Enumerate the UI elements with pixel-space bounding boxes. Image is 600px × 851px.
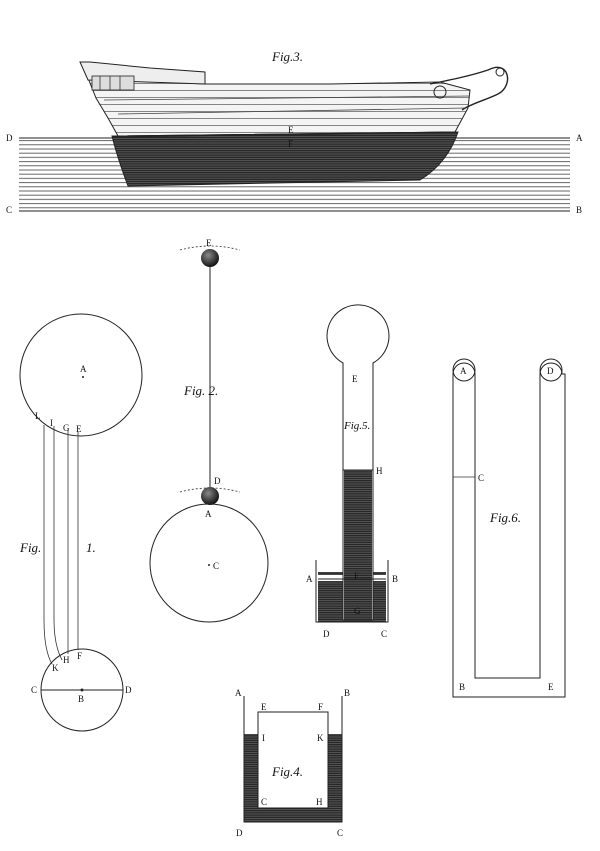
fig1-line-L bbox=[43, 425, 53, 665]
fig1-label-E: E bbox=[76, 424, 82, 434]
fig6-title: Fig.6. bbox=[489, 510, 521, 525]
fig4-label-F: F bbox=[318, 702, 323, 712]
fig1-title-part2: 1. bbox=[86, 540, 96, 555]
fig3-ship-diagram: Fig.3. E F D A C B bbox=[6, 49, 583, 215]
fig6-label-D: D bbox=[547, 366, 554, 376]
fig3-label-D: D bbox=[6, 133, 13, 143]
fig3-label-B: B bbox=[576, 205, 582, 215]
fig4-inner-box bbox=[257, 711, 329, 809]
fig5-liquid-column bbox=[344, 470, 372, 620]
fig5-label-G: G bbox=[354, 606, 361, 616]
fig6-label-E: E bbox=[548, 682, 554, 692]
fig4-title: Fig.4. bbox=[271, 764, 303, 779]
fig4-label-C: C bbox=[337, 828, 343, 838]
fig5-label-D: D bbox=[323, 629, 330, 639]
fig5-label-E: E bbox=[352, 374, 358, 384]
fig4-label-H: H bbox=[316, 797, 323, 807]
fig5-title: Fig.5. bbox=[343, 420, 370, 432]
fig5-vessel bbox=[315, 560, 389, 623]
fig4-label-D: D bbox=[236, 828, 243, 838]
fig2-circle-C bbox=[149, 503, 269, 623]
fig6-u-tube-outer bbox=[452, 362, 566, 698]
fig5-tube-diagram: E Fig.5. H A F B G D C bbox=[306, 304, 398, 639]
ship-lower-hull bbox=[111, 131, 459, 187]
fig4-label-A: A bbox=[235, 688, 242, 698]
fig1-label-G: G bbox=[63, 423, 70, 433]
fig6-label-A: A bbox=[460, 366, 467, 376]
fig3-label-F: F bbox=[288, 139, 293, 149]
fig4-label-C-inner: C bbox=[261, 797, 267, 807]
fig3-label-C: C bbox=[6, 205, 12, 215]
fig2-label-C: C bbox=[213, 561, 219, 571]
fig1-label-A: A bbox=[80, 364, 87, 374]
fig4-vessel-diagram: A B E F I K Fig.4. C H D C bbox=[235, 688, 350, 838]
fig5-label-B: B bbox=[392, 574, 398, 584]
fig2-label-E: E bbox=[206, 238, 212, 248]
fig2-pendulum-diagram: E D A C Fig. 2. bbox=[149, 238, 269, 623]
fig2-title: Fig. 2. bbox=[183, 383, 218, 398]
fig5-label-F: F bbox=[354, 571, 359, 581]
fig1-label-I: I bbox=[50, 418, 53, 428]
fig6-label-B: B bbox=[459, 682, 465, 692]
fig6-label-C: C bbox=[478, 473, 484, 483]
fig1-label-C: C bbox=[31, 685, 37, 695]
fig4-label-E: E bbox=[261, 702, 267, 712]
fig5-label-A: A bbox=[306, 574, 313, 584]
fig3-label-E: E bbox=[288, 125, 294, 135]
fig3-title: Fig.3. bbox=[271, 49, 303, 64]
ship-bow-figurehead bbox=[429, 66, 509, 111]
fig1-label-D: D bbox=[125, 685, 132, 695]
fig5-label-H: H bbox=[376, 466, 383, 476]
fig1-line-I bbox=[53, 426, 63, 661]
fig1-label-B: B bbox=[78, 694, 84, 704]
fig1-title-part1: Fig. bbox=[19, 540, 41, 555]
fig6-bulb-D bbox=[539, 358, 563, 382]
fig6-u-tube-diagram: A D C Fig.6. B E bbox=[452, 358, 566, 698]
fig1-label-K: K bbox=[52, 663, 59, 673]
fig2-ball-D bbox=[201, 487, 219, 505]
fig4-label-I: I bbox=[262, 733, 265, 743]
fig1-label-F: F bbox=[77, 651, 82, 661]
fig4-outer-vessel bbox=[243, 696, 343, 823]
fig2-ball-E bbox=[201, 249, 219, 267]
fig5-label-C: C bbox=[381, 629, 387, 639]
fig2-label-A: A bbox=[205, 509, 212, 519]
fig3-label-A: A bbox=[576, 133, 583, 143]
ship-upper-hull bbox=[87, 77, 471, 137]
fig2-label-D: D bbox=[214, 476, 221, 486]
fig1-upper-circle bbox=[19, 313, 143, 437]
fig5-tube bbox=[326, 304, 390, 621]
fig4-label-K: K bbox=[317, 733, 324, 743]
fig1-label-H: H bbox=[63, 655, 70, 665]
fig6-bulb-A bbox=[452, 358, 476, 382]
fig4-label-B: B bbox=[344, 688, 350, 698]
fig1-label-L: L bbox=[35, 411, 41, 421]
fig1-globe-diagram: A L I G E K H F C B D Fig. 1. bbox=[19, 313, 143, 732]
stern-windows bbox=[91, 75, 135, 91]
